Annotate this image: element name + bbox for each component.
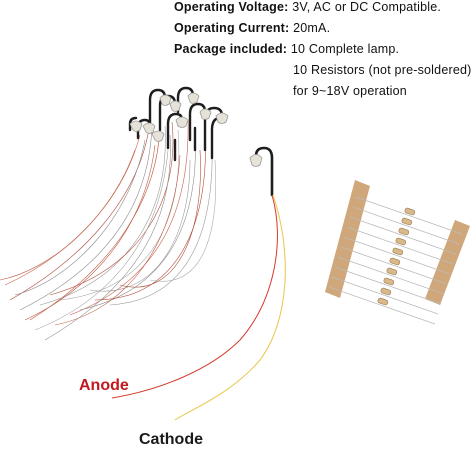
lamp-shades — [129, 92, 229, 142]
spec-package-line1: 10 Complete lamp. — [290, 42, 400, 56]
spec-voltage-value: 3V, AC or DC Compatible. — [292, 0, 442, 14]
spec-voltage: Operating Voltage: 3V, AC or DC Compatib… — [174, 0, 441, 14]
spec-package-line3-text: for 9~18V operation — [293, 84, 407, 98]
spec-current-value: 20mA. — [293, 21, 331, 35]
anode-label: Anode — [79, 377, 129, 394]
spec-package: Package included: 10 Complete lamp. — [174, 42, 399, 56]
lamp-bundle — [0, 119, 216, 341]
anode-wire — [111, 194, 278, 399]
spec-package-line3: for 9~18V operation — [293, 84, 407, 98]
spec-current-label: Operating Current: — [174, 21, 290, 35]
single-lamp — [111, 146, 286, 421]
spec-package-line2: 10 Resistors (not pre-soldered) — [293, 63, 472, 77]
cathode-wire — [174, 194, 286, 421]
spec-package-line2-text: 10 Resistors (not pre-soldered) — [293, 63, 472, 77]
spec-current: Operating Current: 20mA. — [174, 21, 330, 35]
resistor-strip — [325, 180, 470, 325]
lamp-posts — [128, 86, 224, 162]
spec-package-label: Package included: — [174, 42, 288, 56]
cathode-label: Cathode — [139, 431, 203, 448]
spec-voltage-label: Operating Voltage: — [174, 0, 289, 14]
